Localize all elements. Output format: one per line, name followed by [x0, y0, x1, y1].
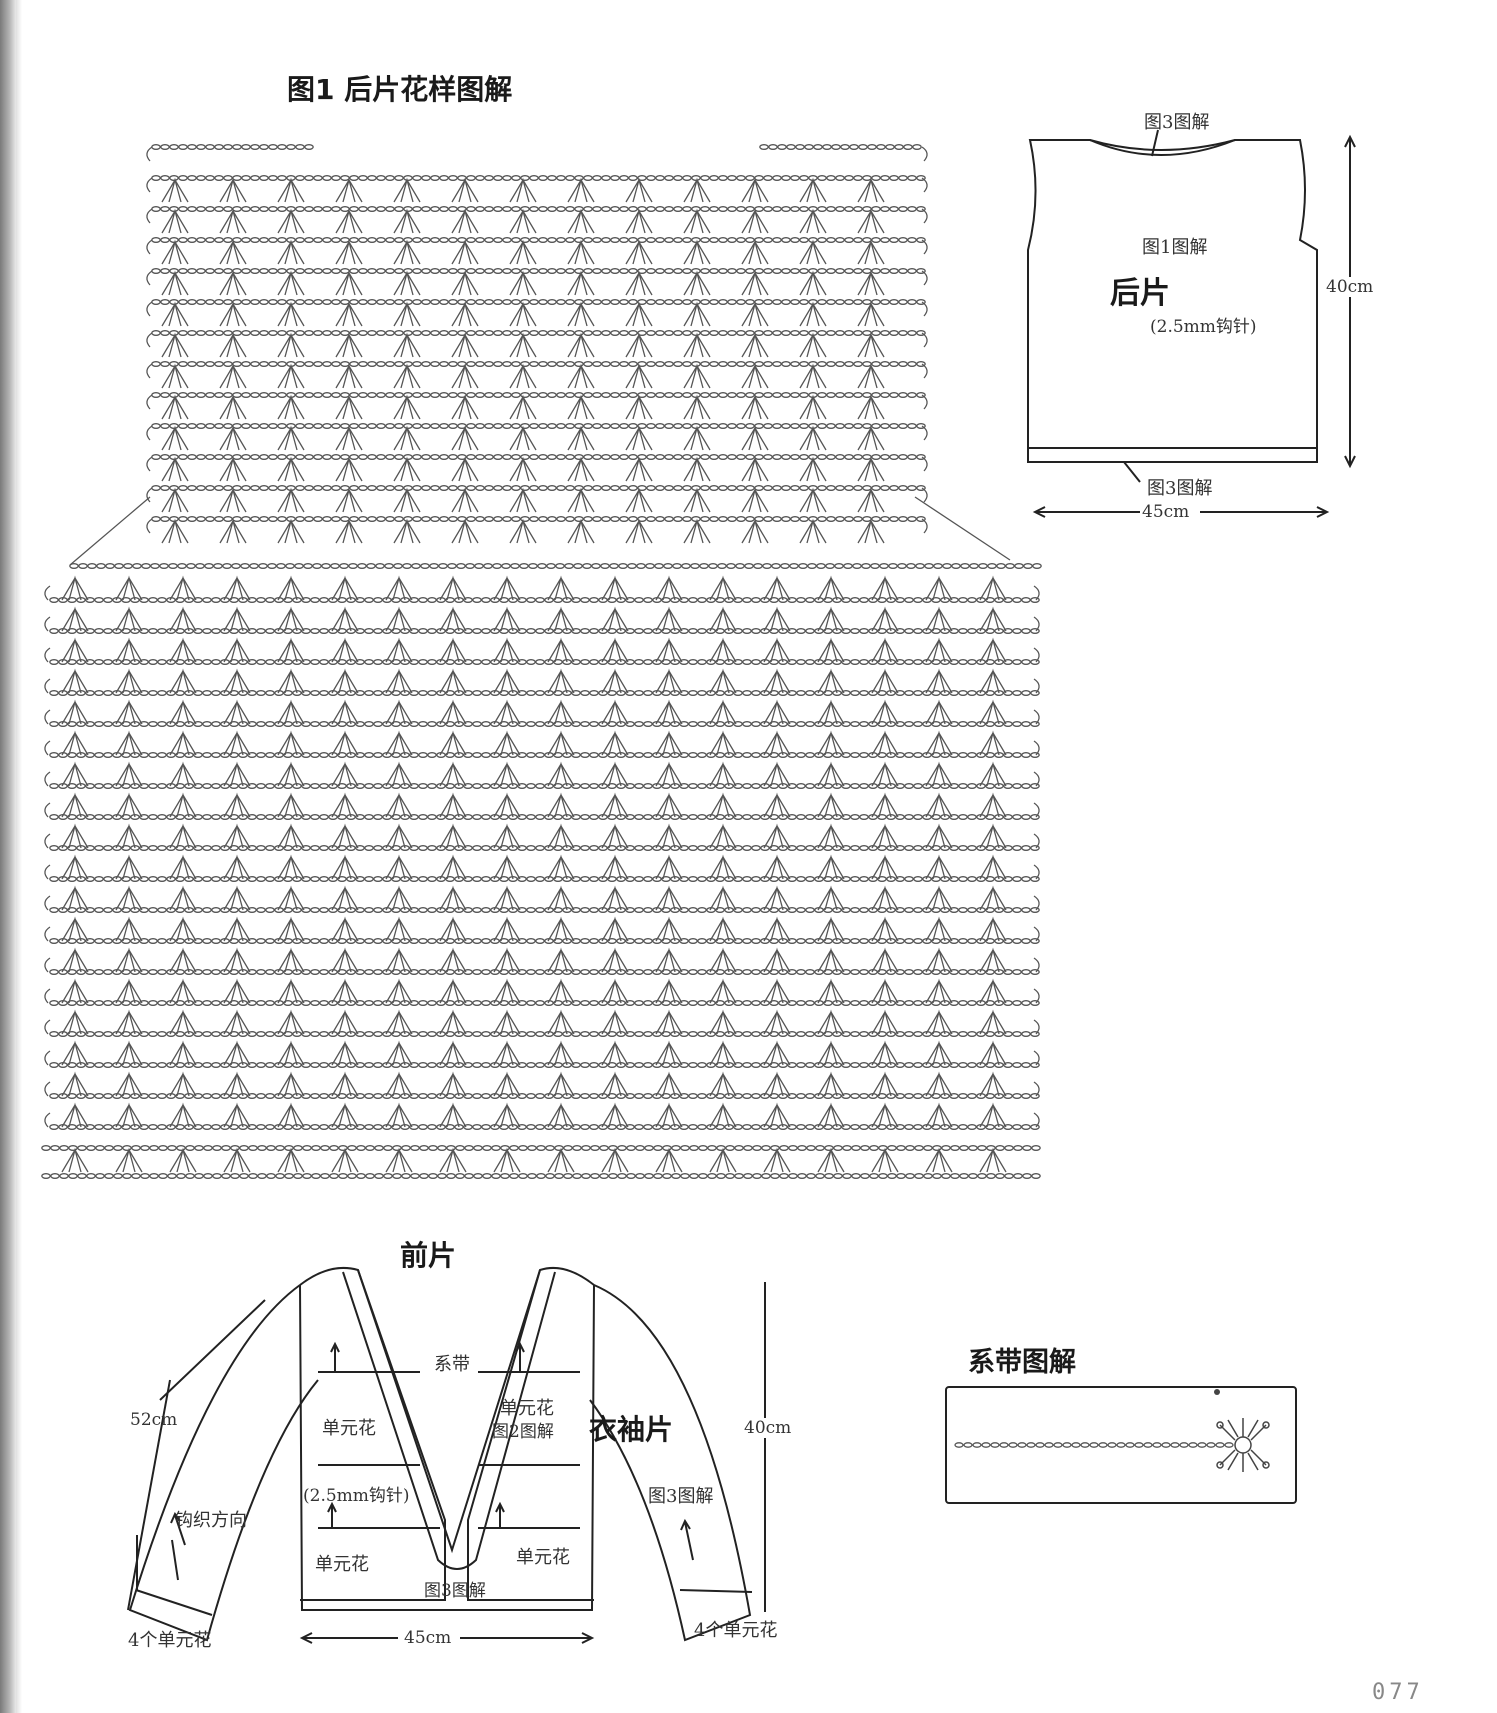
back-hook-label: (2.5mm钩针) — [1150, 317, 1257, 337]
front-piece-title: 前片 — [400, 1239, 457, 1272]
tie-flower-motif — [1216, 1418, 1270, 1472]
back-hem-label: 图3图解 — [1147, 478, 1213, 499]
front-bottom-ref-label: 图3图解 — [424, 1581, 486, 1601]
motif-left-bottom-label: 单元花 — [315, 1554, 369, 1575]
sleeve-piece-title: 衣袖片 — [589, 1413, 674, 1446]
figure1-title: 图1 后片花样图解 — [287, 73, 513, 106]
height-arrow-bottom — [1344, 455, 1356, 469]
height-arrow-top — [1344, 134, 1356, 148]
back-center-label: 图1图解 — [1142, 237, 1208, 258]
direction-label: 钩织方向 — [175, 1510, 247, 1531]
back-width-label: 45cm — [1142, 502, 1190, 522]
motif-right-top-label: 单元花 — [500, 1398, 554, 1419]
right-front-panel — [467, 1266, 595, 1601]
left-front-panel — [299, 1266, 446, 1601]
left-sleeve-inner-line — [171, 1539, 179, 1581]
right-cuff-line — [679, 1589, 753, 1593]
back-height-label: 40cm — [1326, 277, 1374, 297]
neckline-band — [342, 1271, 556, 1570]
left-sleeve-outline — [128, 1284, 319, 1642]
front-width-label: 45cm — [404, 1628, 452, 1648]
book-spine-edge — [16, 0, 22, 1713]
back-piece-title: 后片 — [1110, 276, 1170, 311]
sleeve-length-dim — [127, 1379, 171, 1611]
motif-right-bottom-label: 单元花 — [516, 1547, 570, 1568]
neck-pointer — [1151, 129, 1159, 157]
right-sleeve-outline — [589, 1284, 752, 1642]
left-cuff-line — [135, 1589, 213, 1616]
arrow-right-sleeve — [684, 1521, 694, 1561]
width-arrow-right — [1316, 506, 1330, 518]
neckline-inner — [357, 1269, 541, 1554]
book-spine-shadow — [0, 0, 16, 1713]
cuff-left-label: 4个单元花 — [128, 1630, 212, 1651]
body-outline — [299, 1284, 595, 1611]
page-number: 077 — [1372, 1680, 1424, 1705]
cuff-right-label: 4个单元花 — [694, 1620, 778, 1641]
tie-label: 系带 — [434, 1354, 470, 1375]
front-hook-label: (2.5mm钩针) — [303, 1486, 410, 1506]
hem-pointer — [1123, 461, 1141, 483]
front-height-label: 40cm — [744, 1418, 792, 1438]
neck-band — [1089, 139, 1236, 156]
motif-right-top-ref: 图2图解 — [492, 1422, 554, 1442]
tie-diagram-title: 系带图解 — [968, 1347, 1076, 1378]
back-neck-label: 图3图解 — [1144, 112, 1210, 133]
arrow-left-sleeve — [174, 1514, 186, 1546]
motif-left-top-label: 单元花 — [322, 1418, 376, 1439]
sleeve-length-label: 52cm — [130, 1410, 178, 1430]
width-arrow-left — [1032, 506, 1046, 518]
sleeve-ref-label: 图3图解 — [648, 1486, 714, 1507]
